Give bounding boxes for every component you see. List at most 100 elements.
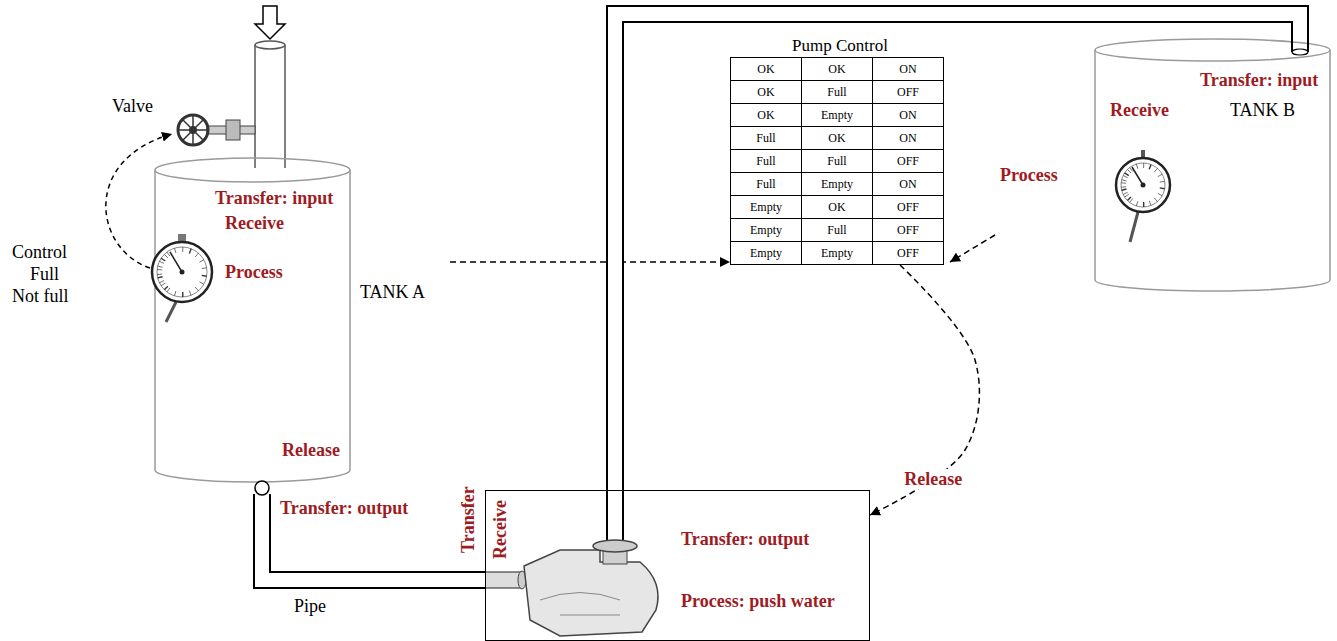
node-text: Receive <box>490 500 511 559</box>
table-cell: OFF <box>872 149 944 173</box>
release-arrow <box>870 265 979 515</box>
table-cell: Full <box>801 149 873 173</box>
inflow-arrow <box>255 6 285 39</box>
node-text: Transfer: input <box>215 188 333 209</box>
pipe-bore <box>615 14 1300 490</box>
node-text: Receive <box>1110 100 1169 121</box>
gauge-tick <box>157 269 162 271</box>
callout-label: Not full <box>12 286 69 307</box>
pipe-bore <box>262 535 485 580</box>
gauge-tick <box>157 274 162 276</box>
table-cell: Empty <box>801 103 873 127</box>
signal-arrow <box>450 262 730 263</box>
table-cell: OFF <box>872 80 944 104</box>
gauge-tick <box>1149 201 1151 206</box>
table-cell: OK <box>801 57 873 81</box>
table-cell: Empty <box>730 218 802 242</box>
gauge-tick <box>1160 187 1165 189</box>
table-cell: OFF <box>872 195 944 219</box>
node-text: Process <box>225 262 283 283</box>
node-text: Process <box>1000 165 1058 186</box>
pipe-wall <box>615 14 1300 490</box>
gauge-tick <box>1136 164 1138 169</box>
gauge-tick <box>199 282 203 284</box>
control-leader <box>106 134 172 268</box>
pump-control-table: Pump ControlOKOKONOKFullOFFOKEmptyONFull… <box>730 35 950 265</box>
gauge-tick <box>159 281 164 283</box>
node-text: TANK B <box>1230 100 1295 121</box>
gauge-tick <box>1160 181 1165 183</box>
gauge-tick <box>1122 189 1127 190</box>
node-text: Transfer: output <box>681 529 809 550</box>
tank-b-inlet <box>1292 35 1308 55</box>
gauge-tick <box>1123 176 1128 178</box>
node-text: Receive <box>225 213 284 234</box>
gauge-tick <box>174 248 176 253</box>
tank-a-gauge <box>152 234 212 322</box>
table-cell: Full <box>730 149 802 173</box>
gauge-tick <box>1127 169 1131 173</box>
gauge-tick <box>195 253 198 257</box>
table-cell: Full <box>801 218 873 242</box>
gauge-tick <box>158 277 163 278</box>
gauge-tick <box>164 254 168 258</box>
table-cell: OFF <box>872 241 944 265</box>
valve <box>178 115 255 145</box>
signal-arrow <box>950 235 995 262</box>
node-text: Pump Control <box>730 36 950 56</box>
gauge-ticks <box>157 247 207 297</box>
table-cell: ON <box>872 172 944 196</box>
gauge-tick <box>189 249 191 254</box>
pump-body <box>485 490 658 636</box>
gauge-tick <box>1130 199 1133 203</box>
input-pipe <box>255 41 285 168</box>
gauge-tick <box>167 252 170 256</box>
pump-box: TransferReceiveTransfer: outputProcess: … <box>485 490 870 641</box>
table-cell: OFF <box>872 218 944 242</box>
pipe <box>615 14 1300 490</box>
gauge-tick <box>161 258 165 261</box>
gauge-tick <box>202 267 207 269</box>
table-cell: ON <box>872 126 944 150</box>
gauge-tick <box>167 288 170 292</box>
table-cell: Empty <box>801 172 873 196</box>
gauge-tick <box>182 247 183 252</box>
table-cell: Empty <box>730 195 802 219</box>
tank-a: Transfer: inputReceiveProcessTANK ARelea… <box>145 150 450 535</box>
gauge-tick <box>1158 174 1162 176</box>
gauge-tick <box>202 275 207 277</box>
edge-label: Release <box>902 469 964 490</box>
table-cell: Full <box>730 126 802 150</box>
tank-b: Transfer: inputReceiveProcessTANK B <box>995 35 1335 295</box>
pipe-wall <box>262 535 485 580</box>
gauge-tick <box>174 291 176 296</box>
gauge-tick <box>189 291 191 296</box>
gauge-tick <box>1143 163 1144 168</box>
gauge-tick <box>1136 201 1138 206</box>
gauge-tick <box>1121 186 1126 188</box>
table-cell: OK <box>730 103 802 127</box>
pipe <box>262 535 485 580</box>
gauge-tick <box>1127 197 1131 201</box>
gauge-tick <box>1149 165 1151 170</box>
callout-label: Full <box>30 264 59 285</box>
gauge-tick <box>1122 180 1127 181</box>
gauge-tick <box>1158 193 1162 195</box>
gauge-tick <box>1123 192 1128 194</box>
table-cell: OK <box>801 195 873 219</box>
gauge-tick <box>1125 194 1129 197</box>
node-text: Process: push water <box>681 591 835 612</box>
gauge-tick <box>1125 173 1129 176</box>
tank-b-gauge <box>1116 150 1170 242</box>
table-cell: Empty <box>730 241 802 265</box>
callout-label: Control <box>12 242 67 263</box>
tank-a-cylinder <box>155 158 350 482</box>
gauge-tick <box>158 266 163 267</box>
gauge-ticks <box>1121 163 1165 207</box>
table-cell: Full <box>801 80 873 104</box>
table-cell: OK <box>730 80 802 104</box>
table-cell: ON <box>872 57 944 81</box>
